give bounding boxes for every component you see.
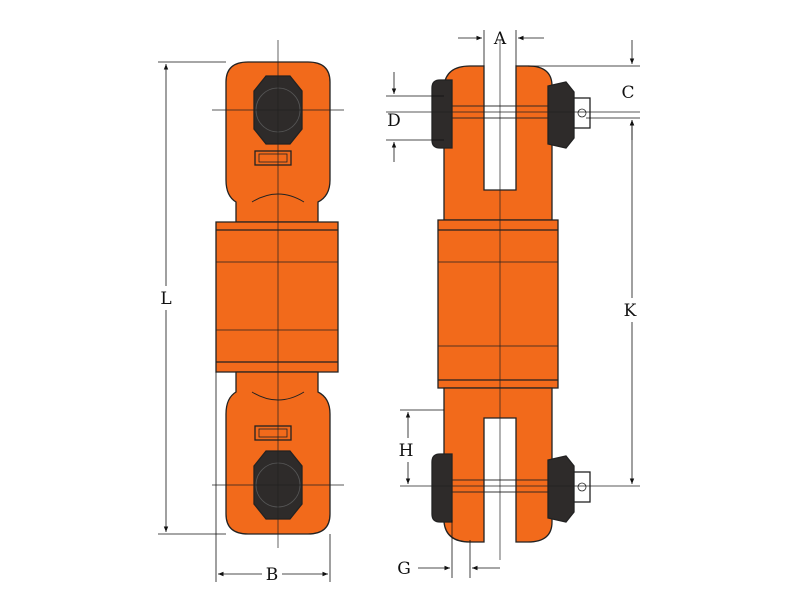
dim-label-B: B: [266, 565, 279, 585]
side-centerlines: [386, 40, 640, 560]
top-slot-inner: [258, 153, 288, 163]
dim-label-K: K: [624, 301, 637, 321]
side-top-nut-icon: [547, 81, 575, 149]
dim-label-C: C: [621, 83, 634, 103]
bottom-slot: [254, 425, 292, 441]
cotter-pin-icon: [577, 482, 587, 492]
dimension-D: [386, 72, 444, 162]
side-bottom-fork: [443, 387, 553, 543]
dimension-G: [418, 520, 500, 578]
dimension-B: [215, 372, 331, 582]
dim-label-L: L: [160, 289, 171, 309]
front-view: [215, 61, 339, 535]
side-center-body: [437, 219, 559, 389]
dim-label-D: D: [387, 111, 401, 131]
side-top-bolt-head-icon: [431, 79, 453, 149]
dimension-A: [458, 30, 544, 66]
dimension-H: [400, 409, 444, 484]
dim-label-H: H: [399, 441, 414, 461]
side-bottom-nut-icon: [547, 455, 575, 523]
dim-label-G: G: [397, 559, 411, 579]
front-centerlines: [212, 40, 344, 548]
side-top-fork: [443, 65, 553, 221]
dim-label-A: A: [493, 29, 507, 49]
side-view: [431, 65, 591, 543]
front-center-body: [215, 221, 339, 373]
cotter-pin-icon: [577, 108, 587, 118]
dimension-L: [158, 61, 226, 535]
bottom-slot-inner: [258, 428, 288, 438]
top-slot: [254, 150, 292, 166]
side-bottom-bolt-head-icon: [431, 453, 453, 523]
